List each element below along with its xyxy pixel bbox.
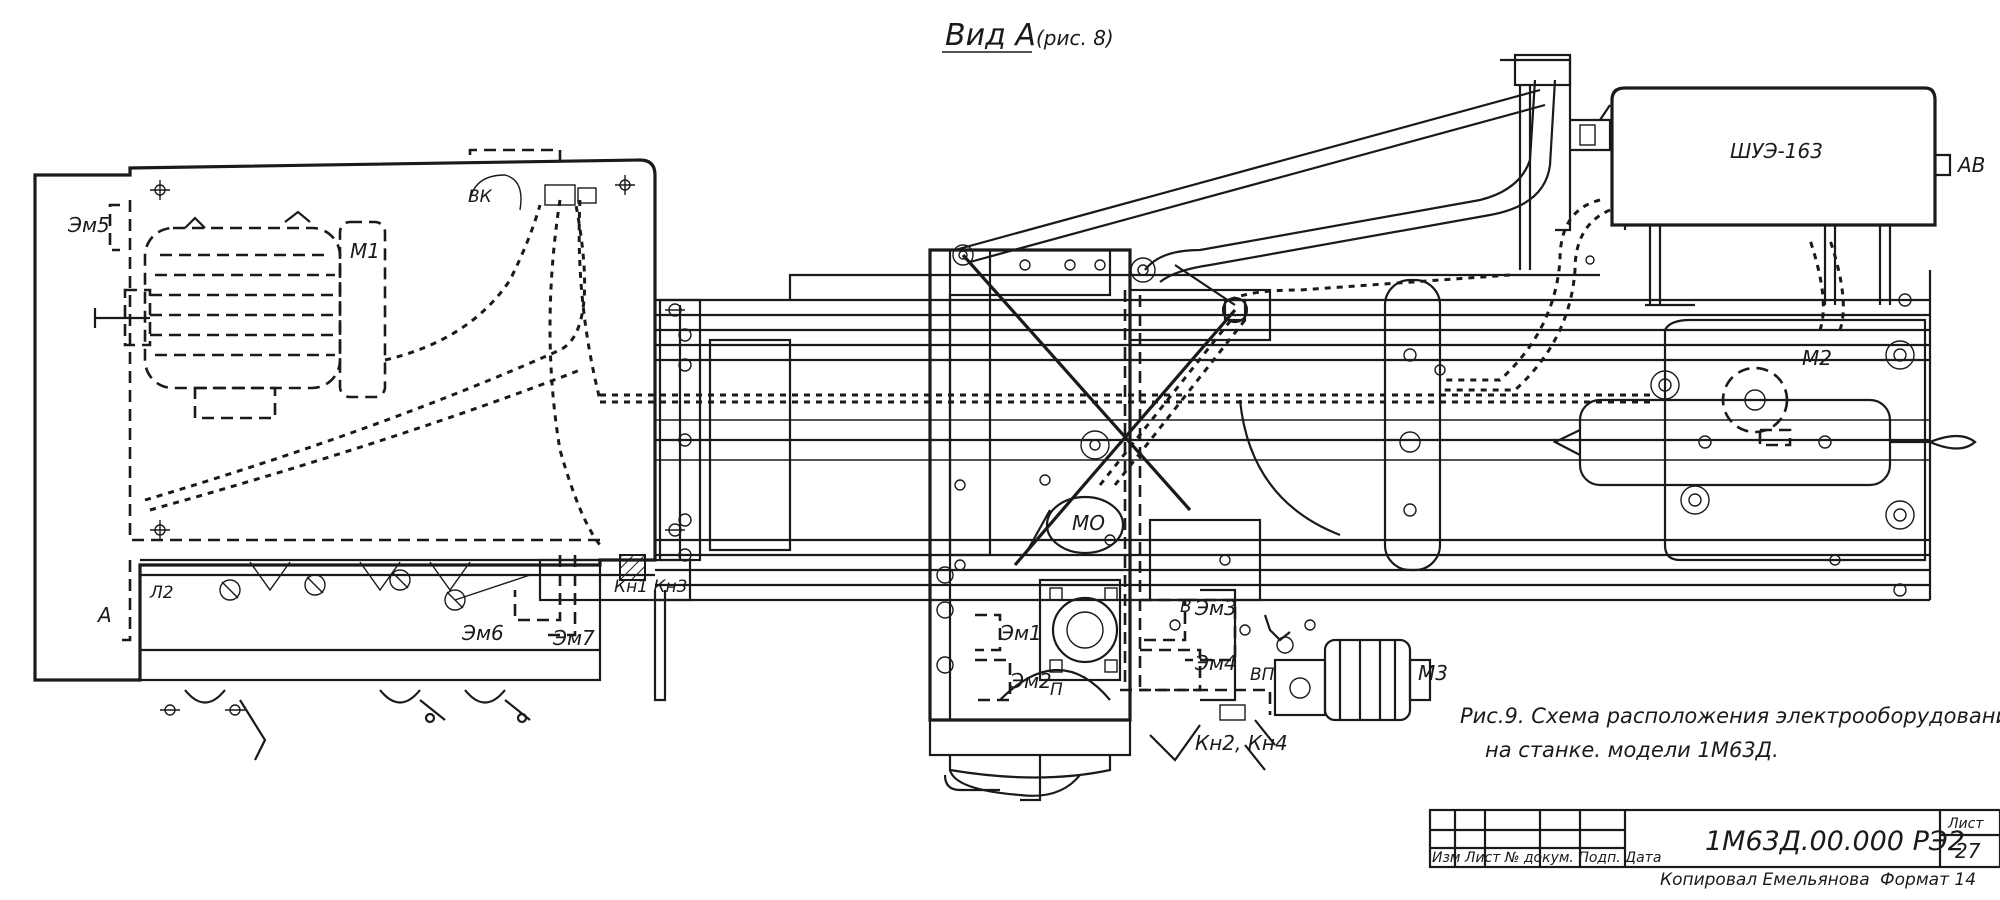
title-block-row-headers: Изм Лист № докум. Подп. Дата [1432, 850, 1661, 866]
label-kn2-kn4: Кн2, Кн4 [1195, 731, 1288, 755]
label-v: В [1180, 597, 1192, 617]
title-block-designation: 1М63Д.00.000 РЭ2 [1705, 826, 1965, 857]
tailstock [1552, 239, 1977, 562]
title-block-sheet-label: Лист [1947, 816, 1984, 832]
label-m2: М2 [1802, 346, 1832, 370]
label-em6: Эм6 [461, 621, 504, 645]
label-em7: Эм7 [552, 626, 595, 650]
motor-m3 [1149, 614, 1432, 771]
lathe-bed [538, 270, 1932, 602]
title-block-sheet-no: 27 [1955, 839, 1981, 863]
title-block-format: Формат 14 [1880, 870, 1976, 890]
component-labels: Эм5 М1 ВК А Л2 Эм6 Эм7 Кн1 Кн3 МО Эм1 Эм… [67, 139, 1985, 755]
label-em5: Эм5 [67, 213, 110, 237]
caption-line-2: на станке. модели 1М63Д. [1485, 738, 1779, 762]
carriage-apron [928, 244, 1272, 802]
label-m3: М3 [1418, 661, 1448, 685]
control-cabinet [1610, 86, 1952, 307]
label-m0: МО [1072, 511, 1105, 535]
overhead-conduit [954, 53, 1612, 392]
label-vk: ВК [468, 187, 493, 207]
label-em1: Эм1 [999, 621, 1042, 645]
title-block-copied: Копировал Емельянова [1660, 870, 1870, 890]
label-l2: Л2 [149, 583, 174, 603]
view-title: Вид А (рис. 8) [942, 18, 1114, 53]
label-em4: Эм4 [1194, 651, 1237, 675]
label-p: П [1050, 680, 1063, 700]
title-block: Изм Лист № докум. Подп. Дата 1М63Д.00.00… [1428, 808, 2000, 890]
label-a: А [96, 603, 112, 627]
label-em2: Эм2 [1009, 669, 1052, 693]
figure-caption: Рис.9. Схема расположения электрооборудо… [1460, 704, 2000, 762]
steady-rest [1383, 278, 1446, 572]
headstock [33, 158, 657, 761]
label-shue: ШУЭ-163 [1730, 139, 1823, 163]
label-kn1-kn3: Кн1 Кн3 [614, 577, 687, 597]
view-title-text: Вид А [945, 18, 1036, 53]
label-av: АВ [1956, 153, 1985, 177]
bed-fixtures [619, 293, 1912, 702]
view-title-ref: (рис. 8) [1036, 26, 1114, 50]
label-vp: ВП [1250, 665, 1275, 685]
label-m1: М1 [350, 239, 380, 263]
motor-m1 [123, 210, 387, 420]
apron-electromagnets [975, 588, 1272, 715]
headstock-wiring [120, 148, 602, 642]
caption-line-1: Рис.9. Схема расположения электрооборудо… [1460, 704, 2000, 728]
label-em3: Эм3 [1194, 596, 1237, 620]
